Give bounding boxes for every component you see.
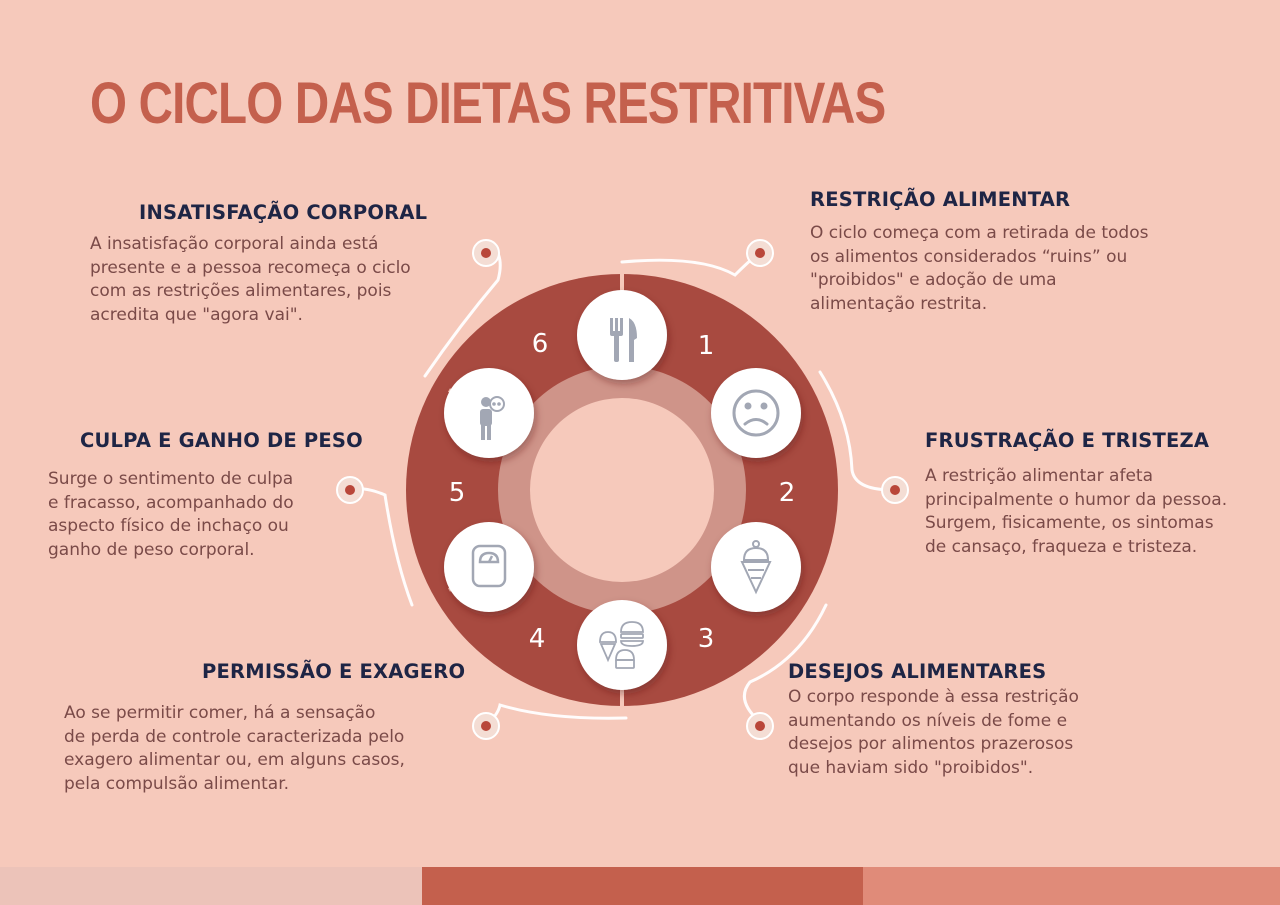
connector-line-4 — [484, 703, 628, 727]
stage-6-heading: INSATISFAÇÃO CORPORAL — [139, 201, 428, 224]
connector-line-5 — [348, 486, 414, 607]
stage-1-heading: RESTRIÇÃO ALIMENTAR — [810, 188, 1071, 211]
stage-number-5: 5 — [449, 478, 466, 508]
connector-line-1 — [620, 250, 762, 277]
page-title: O CICLO DAS DIETAS RESTRITIVAS — [90, 71, 886, 136]
stage-4-text: Ao se permitir comer, há a sensação de p… — [64, 703, 405, 794]
stage-number-6: 6 — [532, 329, 549, 359]
ice-cream-icon — [740, 540, 772, 595]
stage-3-heading: DESEJOS ALIMENTARES — [788, 660, 1047, 683]
sad-face-icon — [732, 389, 780, 437]
stage-1-text: O ciclo começa com a retirada de todos o… — [810, 223, 1149, 314]
stage-number-2: 2 — [779, 478, 796, 508]
stage-2-heading: FRUSTRAÇÃO E TRISTEZA — [925, 429, 1210, 452]
stage-number-3: 3 — [698, 624, 715, 654]
stage-number-1: 1 — [698, 331, 715, 361]
connector-line-2 — [818, 370, 895, 492]
connector-dots — [336, 239, 909, 740]
stage-numbers: 1 2 3 4 5 6 — [449, 329, 796, 654]
stage-3-text: O corpo responde à essa restrição aument… — [788, 687, 1079, 778]
stage-5-heading: CULPA E GANHO DE PESO — [80, 429, 363, 452]
junk-food-icon — [599, 621, 644, 669]
footer-bar-right — [863, 867, 1280, 905]
fork-knife-icon — [610, 318, 637, 362]
stage-number-4: 4 — [529, 624, 546, 654]
stage-5-text: Surge o sentimento de culpa e fracasso, … — [48, 469, 294, 560]
connector-line-3 — [742, 603, 828, 724]
stage-4-heading: PERMISSÃO E EXAGERO — [202, 660, 466, 683]
stage-2-text: A restrição alimentar afeta principalmen… — [925, 466, 1228, 557]
person-thinking-icon — [480, 396, 505, 440]
stage-6-text: A insatisfação corporal ainda está prese… — [90, 234, 411, 325]
center-hole — [530, 398, 714, 582]
footer-bar-left — [0, 867, 422, 905]
scale-icon — [471, 544, 507, 588]
footer-bar-middle — [422, 867, 863, 905]
